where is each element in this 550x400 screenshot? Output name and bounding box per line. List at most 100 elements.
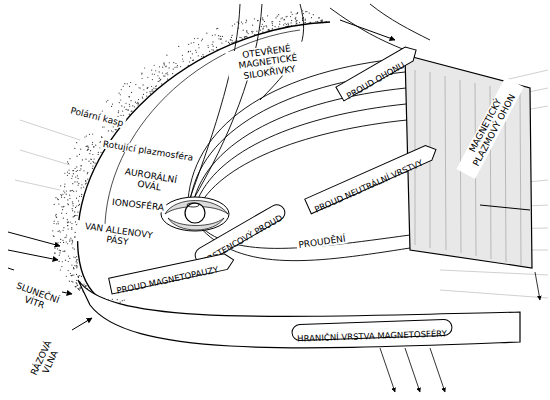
stipple-dot [154,74,155,75]
stipple-dot [72,190,73,191]
stipple-dot [188,51,189,52]
stipple-dot [69,258,70,259]
stipple-dot [283,24,284,25]
stipple-dot [75,286,76,287]
stipple-dot [268,29,269,30]
part-label: SLUNEČNÍ VÍTR [5,278,68,318]
stipple-dot [230,39,231,40]
stipple-dot [87,172,88,173]
stipple-dot [64,183,65,184]
stipple-dot [53,236,54,237]
stipple-dot [138,87,139,88]
stipple-dot [272,21,273,22]
stipple-dot [262,29,263,30]
stipple-dot [305,22,306,23]
stipple-dot [189,61,190,62]
stipple-dot [92,142,93,143]
stipple-dot [297,12,298,13]
stipple-dot [280,18,281,19]
stipple-dot [52,230,53,231]
stipple-dot [81,187,82,188]
stipple-dot [67,199,68,200]
stipple-dot [54,253,55,254]
stipple-dot [57,242,58,243]
stipple-dot [222,36,223,37]
stipple-dot [62,209,63,210]
stipple-dot [74,211,75,212]
stipple-dot [81,196,82,197]
stipple-dot [75,207,76,208]
current-band: HRANIČNÍ VRSTVA MAGNETOSFÉRY [292,319,452,341]
stipple-dot [246,19,247,20]
stipple-dot [262,18,263,19]
stipple-dot [304,22,305,23]
stipple-dot [70,238,71,239]
stipple-dot [155,88,156,89]
stipple-dot [55,215,56,216]
stipple-dot [182,55,183,56]
stipple-dot [76,156,77,157]
current-name: PROUD NEUTRÁLNÍ VRSTVY [313,159,424,215]
stipple-dot [68,163,69,164]
stipple-dot [277,16,278,17]
stipple-dot [68,228,69,229]
stipple-dot [159,66,160,67]
stipple-dot [78,205,79,206]
stipple-dot [76,283,77,284]
stipple-dot [137,104,138,105]
stipple-dot [193,60,194,61]
stipple-dot [87,173,88,174]
stipple-dot [262,17,263,18]
stipple-dot [268,29,269,30]
stipple-dot [63,251,64,252]
stipple-dot [244,37,245,38]
stipple-dot [279,21,280,22]
stipple-dot [76,166,77,167]
stipple-dot [77,285,78,286]
stipple-dot [115,129,116,130]
stipple-dot [278,14,279,15]
stipple-dot [263,19,264,20]
stipple-dot [231,37,232,38]
stipple-dot [73,191,74,192]
stipple-dot [118,112,119,113]
stipple-dot [68,255,69,256]
stipple-dot [295,17,296,18]
stipple-dot [228,42,229,43]
stipple-dot [66,276,67,277]
stipple-dot [320,20,321,21]
stipple-dot [272,25,273,26]
stipple-dot [221,38,222,39]
stipple-dot [57,198,58,199]
stipple-dot [76,198,77,199]
stipple-dot [131,92,132,93]
stipple-dot [81,276,82,277]
stipple-dot [161,83,162,84]
stipple-dot [291,22,292,23]
stipple-dot [129,106,130,107]
stipple-dot [131,111,132,112]
stipple-dot [66,234,67,235]
stipple-dot [286,16,287,17]
stipple-dot [73,268,74,269]
stipple-dot [128,96,129,97]
stipple-dot [230,40,231,41]
stipple-dot [275,17,276,18]
stipple-dot [81,165,82,166]
stipple-dot [137,102,138,103]
stipple-dot [64,186,65,187]
stipple-dot [296,23,297,24]
stipple-dot [198,44,199,45]
stipple-dot [284,23,285,24]
stipple-dot [160,79,161,80]
stipple-dot [78,183,79,184]
stipple-dot [92,133,93,134]
stipple-dot [272,28,273,29]
stipple-dot [119,92,120,93]
stipple-dot [212,41,213,42]
stipple-dot [71,223,72,224]
stipple-dot [54,221,55,222]
stipple-dot [138,99,139,100]
stipple-dot [81,194,82,195]
stipple-dot [322,21,323,22]
